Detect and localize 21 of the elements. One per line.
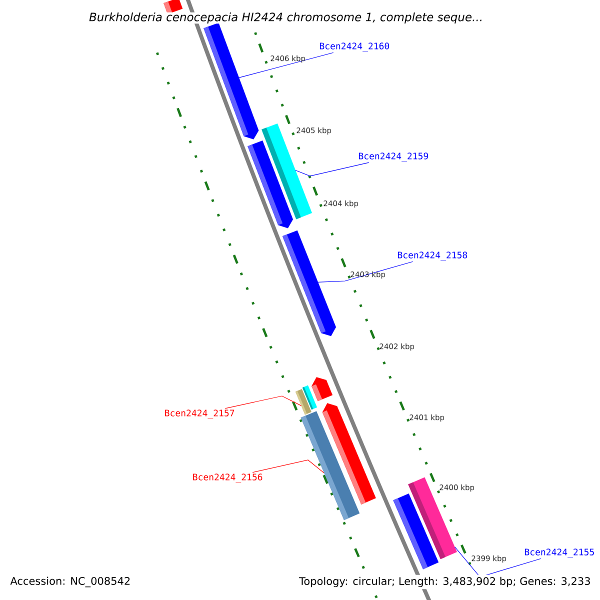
leader-line (238, 52, 334, 78)
gene-block (393, 494, 439, 570)
gene-block (248, 140, 294, 228)
gene-label: Bcen2424_2159 (358, 152, 428, 162)
accession-text: Accession: NC_008542 (8, 574, 133, 590)
leader-line (454, 546, 542, 578)
summary-text: Topology: circular; Length: 3,483,902 bp; Genes: 3,233 (297, 574, 593, 590)
gene-block (312, 377, 333, 402)
title: Burkholderia cenocepacia HI2424 chromosome 1, complete seque... (89, 12, 483, 24)
gene-label: Bcen2424_2160 (320, 42, 390, 52)
gene-block (300, 411, 360, 520)
gene-block (204, 22, 259, 140)
gene-label: Bcen2424_2155 (524, 548, 594, 558)
gene-label: Bcen2424_2156 (193, 474, 262, 482)
gene-block (282, 230, 336, 336)
leader-line (295, 162, 370, 176)
gene-label: Bcen2424_2158 (398, 252, 468, 260)
gene-label: Bcen2424_2157 (165, 410, 234, 418)
leader-line (318, 261, 414, 282)
leader-line (224, 396, 302, 409)
leader-line (252, 460, 324, 474)
